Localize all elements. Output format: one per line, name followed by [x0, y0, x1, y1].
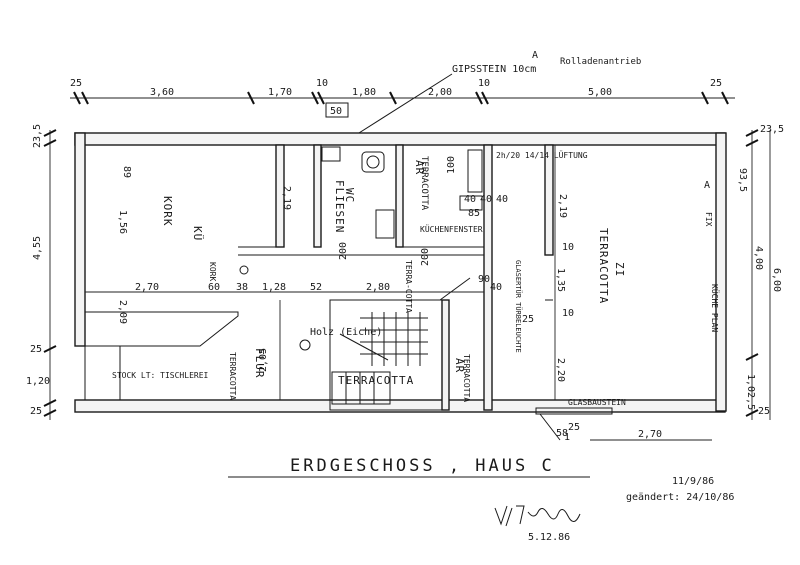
dim-top-1: 3,60	[150, 87, 174, 98]
dim-220: 2,20	[555, 358, 566, 382]
dim-219b: 2,19	[557, 194, 568, 218]
dim-1: 1	[564, 432, 570, 443]
room-labels: KÜ KORK KORK WC FLIESEN AR TERRACOTTA TE…	[161, 156, 626, 402]
dim-200b: 200	[420, 248, 431, 266]
dim-10b: 10	[562, 308, 574, 319]
title-block: ERDGESCHOSS , HAUS C 11/9/86 geändert: 2…	[228, 456, 734, 543]
dim-280: 2,80	[366, 282, 390, 293]
dim-89: 89	[121, 166, 132, 178]
top-dimension-chain: 25 3,60 1,70 10 1,80 2,00 10 5,00 25 50	[70, 78, 735, 118]
dim-270b: 2,70	[638, 429, 662, 440]
dim-left-0: 23,5	[32, 124, 43, 148]
room-flur-floor: TERRACOTTA	[228, 352, 237, 400]
room-kueche-name: KÜ	[191, 226, 204, 241]
schrank-label: GLASERTÜR TÜRBELEUCHTE	[514, 260, 523, 353]
dim-left-2: 25	[30, 344, 42, 355]
room-kueche-floor: KORK	[161, 196, 174, 227]
signature-date: 5.12.86	[528, 532, 570, 543]
dim-100: 100	[446, 156, 457, 174]
interior-dimensions: 89 1,56 2,70 2,09 2,19 60 38 1,28 52 2,8…	[85, 145, 712, 443]
stock-label: STOCK LT: TISCHLEREI	[112, 371, 209, 380]
dim-top-small: 50	[330, 106, 342, 117]
dim-156: 1,56	[117, 210, 128, 234]
dim-40b: 40	[480, 194, 492, 205]
date-1: 11/9/86	[672, 476, 714, 487]
room-ar1-floor: TERRACOTTA	[419, 156, 429, 211]
dim-right-4: 1,02,5	[745, 374, 756, 410]
room-zi-name: ZI	[613, 262, 626, 277]
room-wc-floor: FLIESEN	[333, 180, 346, 233]
dim-205: 2,05	[258, 348, 269, 372]
gipsstein-label: GIPSSTEIN 10cm	[452, 64, 536, 75]
dim-209: 2,09	[117, 300, 128, 324]
dim-top-2: 1,70	[268, 87, 292, 98]
drawing-title: ERDGESCHOSS , HAUS C	[290, 456, 555, 476]
dim-left-4: 25	[30, 406, 42, 417]
dim-right-0: 23,5	[760, 124, 784, 135]
dim-top-4: 1,80	[352, 87, 376, 98]
dim-right-3: 6,00	[771, 268, 782, 292]
dim-40c: 40	[496, 194, 508, 205]
dim-270a: 2,70	[135, 282, 159, 293]
revision-date: geändert: 24/10/86	[626, 492, 734, 503]
dim-128: 1,28	[262, 282, 286, 293]
dim-top-6: 10	[478, 78, 490, 89]
dim-25: 25	[522, 314, 534, 325]
dim-135: 1,35	[555, 268, 566, 292]
kuechenfenster-label: KÜCHENFENSTER	[420, 224, 483, 234]
outer-walls	[74, 132, 727, 413]
signature	[494, 505, 581, 527]
dim-top-0: 25	[70, 78, 82, 89]
stair-floor-label: TERRACOTTA	[338, 374, 414, 387]
room-flur-name: FLUR	[253, 348, 266, 379]
room-zi-floor: TERRACOTTA	[597, 228, 610, 304]
fix-label: FIX	[704, 212, 713, 227]
dim-right-5: 25	[758, 406, 770, 417]
kueche-plan-label: KÜCHE PLAN	[710, 284, 720, 332]
interior-walls	[238, 144, 554, 411]
a-mark-right: A	[704, 180, 710, 191]
rolladen-label: Rolladenantrieb	[560, 57, 641, 67]
right-dimension-chain: 23,5 93,5 4,00 6,00 1,02,5 25	[737, 124, 784, 420]
fixtures	[239, 146, 613, 441]
dim-219a: 2,19	[281, 186, 292, 210]
dim-25b: 25	[568, 422, 580, 433]
room-ar2-floor: TERRACOTTA	[462, 354, 471, 402]
glasbaustein-label: GLASBAUSTEIN	[568, 398, 626, 407]
room-ar1-name: AR	[413, 160, 426, 175]
dim-60: 60	[208, 282, 220, 293]
dim-38: 38	[236, 282, 248, 293]
dim-top-8: 25	[710, 78, 722, 89]
dim-left-3: 1,20	[26, 376, 50, 387]
dim-40d: 40	[490, 282, 502, 293]
dim-90: 90	[478, 274, 490, 285]
stair-label-holz: Holz (Eiche)	[310, 327, 382, 338]
dim-left-1: 4,55	[32, 236, 43, 260]
dim-200: 200	[338, 242, 349, 260]
dim-top-7: 5,00	[588, 87, 612, 98]
gipsstein-annotation: GIPSSTEIN 10cm Rolladenantrieb	[339, 57, 641, 146]
misc-annotations: 2h/20 14/14 LÜFTUNG FIX KÜCHE PLAN GLASB…	[112, 50, 720, 407]
room-terracotta-small: TERRA-COTTA	[404, 260, 413, 313]
staircase: Holz (Eiche) TERRACOTTA	[299, 312, 428, 405]
kork-small-label: KORK	[208, 262, 217, 281]
room-ar2-name: AR	[453, 358, 466, 373]
a-mark-top: A	[532, 50, 538, 61]
dim-top-3: 10	[316, 78, 328, 89]
lueftung-label: 2h/20 14/14 LÜFTUNG	[496, 150, 588, 160]
dim-right-2: 4,00	[753, 246, 764, 270]
left-dimension-chain: 23,5 4,55 25 1,20 25	[26, 124, 57, 420]
dim-right-1: 93,5	[737, 168, 748, 192]
dim-58: 58	[556, 428, 568, 439]
dim-85: 85	[468, 208, 480, 219]
dim-52: 52	[310, 282, 322, 293]
dim-10a: 10	[562, 242, 574, 253]
dim-40a: 40	[464, 194, 476, 205]
dim-top-5: 2,00	[428, 87, 452, 98]
room-wc-name: WC	[343, 188, 356, 203]
